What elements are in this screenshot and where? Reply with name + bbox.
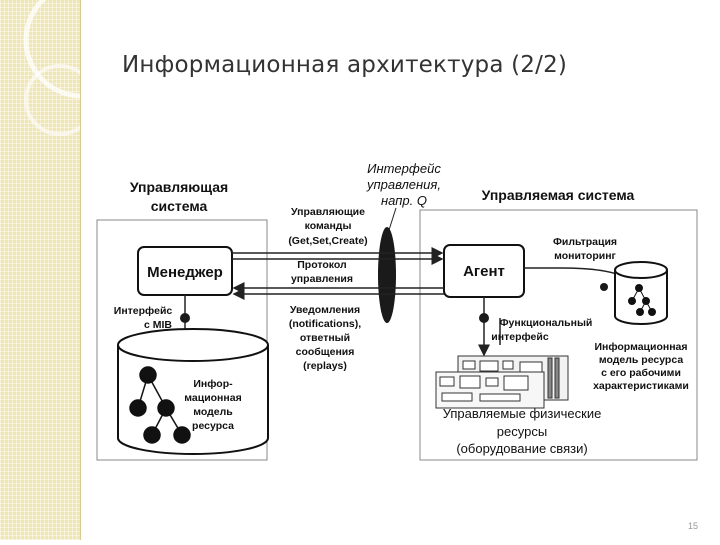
commands-label-1: Управляющие — [291, 206, 365, 218]
protocol-label-1: Протокол — [297, 259, 346, 271]
managing-system-frame — [96, 219, 268, 461]
left-db-label-4: ресурса — [192, 420, 234, 432]
right-model-label-1: Информационная — [594, 341, 687, 353]
page-number: 15 — [688, 521, 699, 531]
right-model-label-4: характеристиками — [593, 380, 689, 392]
mib-interface-label-2: с MIB — [144, 319, 172, 331]
resources-label-2: ресурсы — [497, 424, 547, 439]
filtering-connector — [524, 267, 626, 279]
manager-label: Менеджер — [147, 264, 223, 281]
slide-title: Информационная архитектура (2/2) — [122, 52, 568, 78]
notifications-label-1: Уведомления — [290, 304, 360, 316]
equipment-boards-icon — [435, 355, 569, 409]
managing-system-label-2: система — [151, 198, 208, 214]
notifications-label-2: (notifications), — [289, 318, 361, 330]
interface-pointer — [388, 207, 397, 231]
left-tree-icon — [129, 366, 191, 444]
agent-label: Агент — [463, 263, 505, 280]
right-model-label-3: с его рабочими — [601, 367, 681, 379]
management-interface-ellipse — [378, 227, 396, 323]
managing-system-label-1: Управляющая — [130, 179, 228, 195]
mib-interface-dot — [180, 313, 190, 323]
interface-label-3: напр. Q — [381, 193, 427, 208]
interface-label-2: управления, — [366, 177, 441, 192]
resources-label-1: Управляемые физические — [443, 406, 602, 421]
resources-label-3: (оборудование связи) — [456, 441, 587, 456]
filtering-label-1: Фильтрация — [553, 236, 617, 248]
right-tree-icon — [628, 284, 656, 316]
functional-label-1: Функциональный — [500, 317, 593, 329]
commands-label-2: команды — [305, 220, 352, 232]
managed-system-label: Управляемая система — [482, 187, 635, 203]
strip-divider — [80, 0, 81, 540]
managed-system-frame — [419, 209, 698, 461]
interface-label-1: Интерфейс — [367, 161, 441, 176]
right-model-label-2: модель ресурса — [599, 354, 683, 366]
filtering-label-2: мониторинг — [554, 250, 616, 262]
left-db-label-1: Инфор- — [193, 378, 233, 390]
functional-label-2: интерфейс — [491, 331, 549, 343]
notifications-label-3: ответный — [300, 332, 350, 344]
notifications-label-5: (replays) — [303, 360, 347, 372]
protocol-label-2: управления — [291, 273, 353, 285]
left-db-label-3: модель — [193, 406, 233, 418]
mib-interface-label-1: Интерфейс — [114, 305, 173, 317]
functional-interface-dot — [479, 313, 489, 323]
notifications-label-4: сообщения — [296, 346, 355, 358]
commands-label-3: (Get,Set,Create) — [288, 235, 367, 247]
decorative-side-strip — [0, 0, 141, 540]
filtering-dot — [600, 283, 608, 291]
left-db-label-2: мационная — [184, 392, 241, 404]
